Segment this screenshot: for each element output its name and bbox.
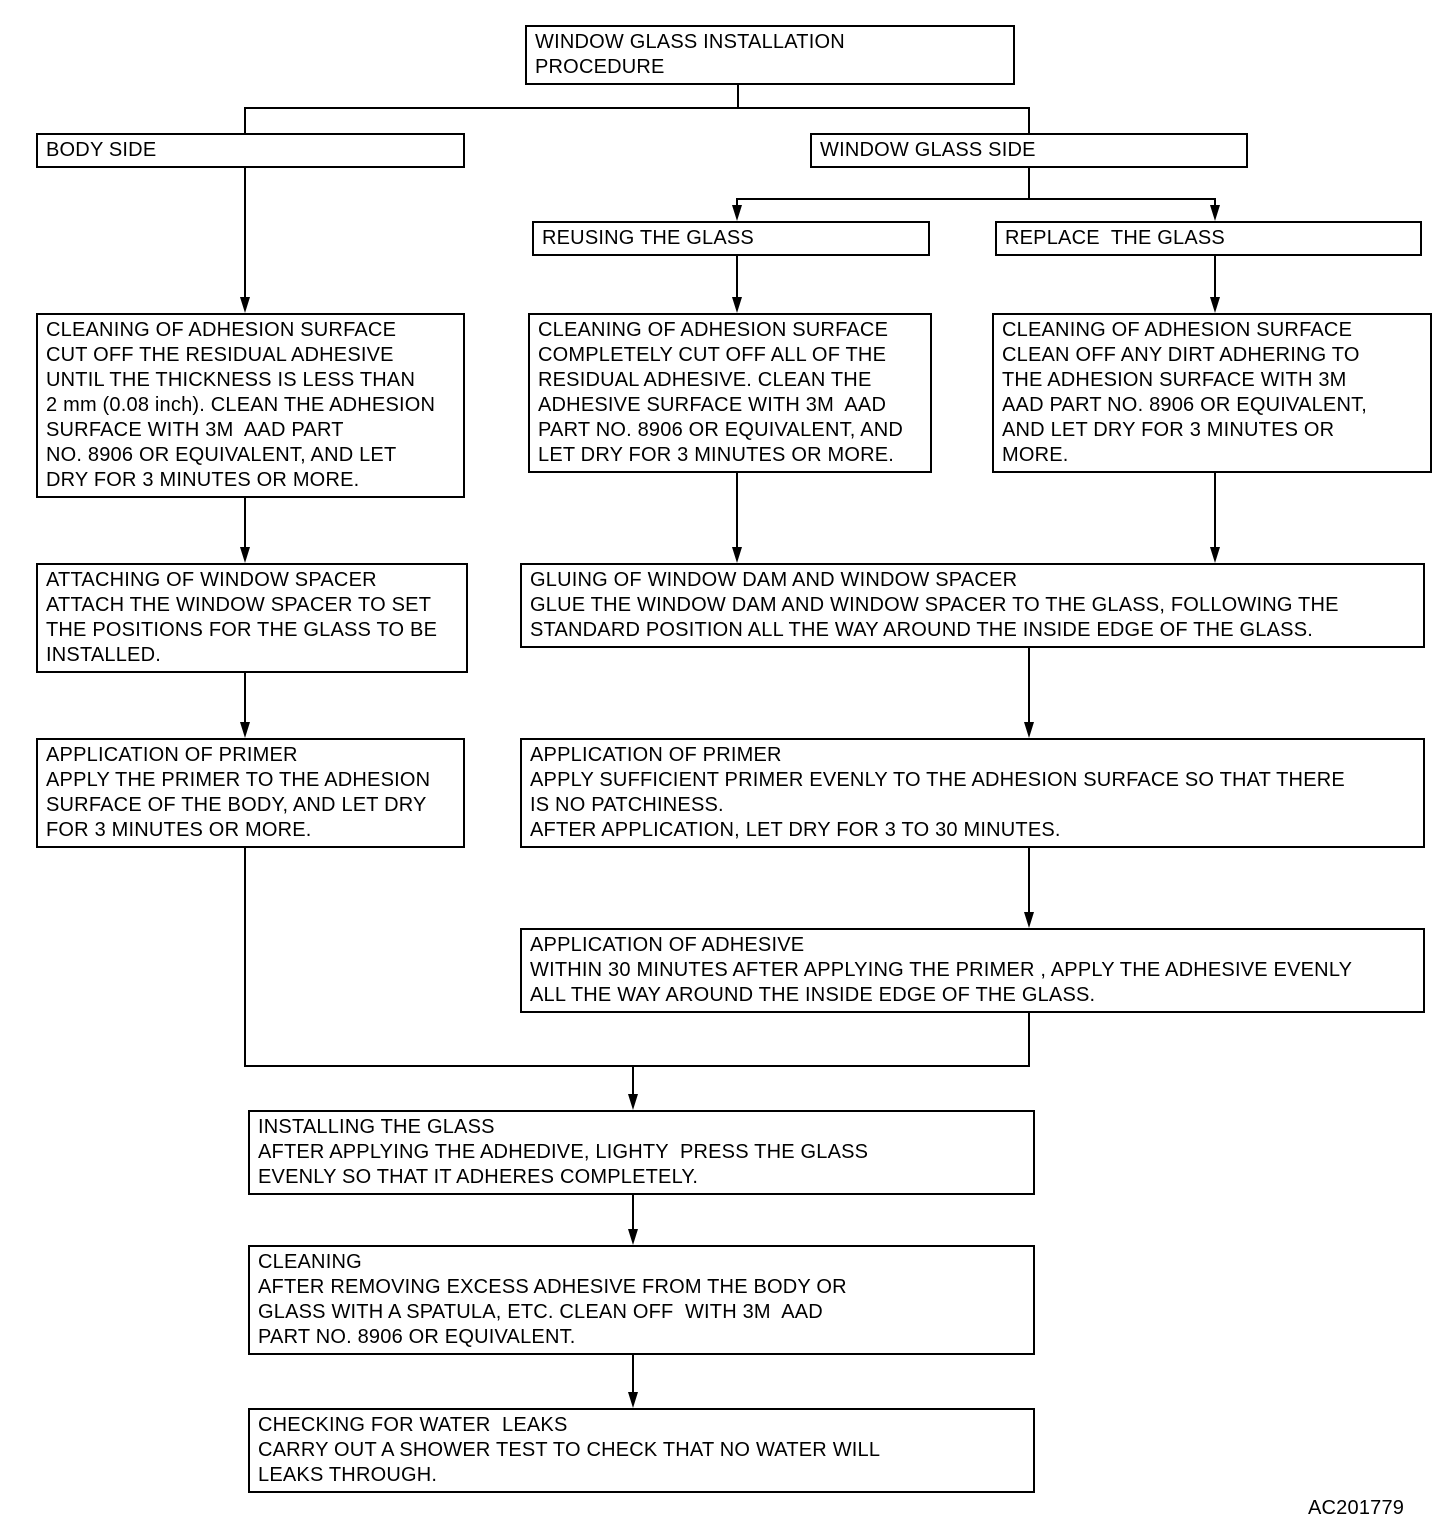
node-checking-water-leaks: CHECKING FOR WATER LEAKS CARRY OUT A SHO… — [248, 1408, 1035, 1493]
connector-to-reusing-line — [736, 198, 738, 206]
node-application-adhesive: APPLICATION OF ADHESIVE WITHIN 30 MINUTE… — [520, 928, 1425, 1013]
connector-to-body-side — [244, 107, 246, 133]
arrowhead-replace-cleaning — [1210, 297, 1220, 313]
node-window-glass-installation-procedure: WINDOW GLASS INSTALLATION PROCEDURE — [525, 25, 1015, 85]
node-attaching-window-spacer: ATTACHING OF WINDOW SPACER ATTACH THE WI… — [36, 563, 468, 673]
node-application-primer-glass: APPLICATION OF PRIMER APPLY SUFFICIENT P… — [520, 738, 1425, 848]
node-cleaning-adhesion-surface-reuse: CLEANING OF ADHESION SURFACE COMPLETELY … — [528, 313, 932, 473]
node-cleaning-adhesion-surface-replace: CLEANING OF ADHESION SURFACE CLEAN OFF A… — [992, 313, 1432, 473]
connector-reuse-to-cleaning — [736, 256, 738, 298]
arrowhead-reuse-gluing — [732, 547, 742, 563]
node-gluing-window-dam-spacer: GLUING OF WINDOW DAM AND WINDOW SPACER G… — [520, 563, 1425, 648]
connector-gluing-to-primer — [1028, 648, 1030, 723]
node-window-glass-side: WINDOW GLASS SIDE — [810, 133, 1248, 168]
connector-to-replace-line — [1214, 198, 1216, 206]
connector-merge-bar — [244, 1065, 1030, 1067]
connector-adhesive-down — [1028, 1013, 1030, 1067]
connector-reuse-to-gluing — [736, 473, 738, 548]
arrowhead-replace-gluing — [1210, 547, 1220, 563]
connector-split-bar — [244, 107, 1030, 109]
connector-glass-side-stub — [1028, 168, 1030, 198]
node-application-primer-body: APPLICATION OF PRIMER APPLY THE PRIMER T… — [36, 738, 465, 848]
arrowhead-to-cleaning — [628, 1229, 638, 1245]
connector-primer-body-down — [244, 848, 246, 1067]
arrowhead-to-replace — [1210, 205, 1220, 221]
connector-cleaning-to-spacer — [244, 498, 246, 548]
connector-spacer-to-primer — [244, 673, 246, 723]
arrowhead-to-primer-body — [240, 722, 250, 738]
connector-to-glass-side — [1028, 107, 1030, 133]
connector-to-installing — [632, 1065, 634, 1095]
arrowhead-to-adhesive — [1024, 912, 1034, 928]
arrowhead-to-installing — [628, 1094, 638, 1110]
arrowhead-to-spacer — [240, 547, 250, 563]
arrowhead-to-primer-glass — [1024, 722, 1034, 738]
node-installing-the-glass: INSTALLING THE GLASS AFTER APPLYING THE … — [248, 1110, 1035, 1195]
connector-glass-split-bar — [736, 198, 1216, 200]
connector-replace-to-cleaning — [1214, 256, 1216, 298]
arrowhead-to-checking — [628, 1392, 638, 1408]
connector-cleaning-to-checking — [632, 1355, 634, 1393]
figure-id-label: AC201779 — [1308, 1497, 1405, 1519]
connector-primer-to-adhesive — [1028, 848, 1030, 913]
node-cleaning: CLEANING AFTER REMOVING EXCESS ADHESIVE … — [248, 1245, 1035, 1355]
node-body-side: BODY SIDE — [36, 133, 465, 168]
arrowhead-reuse-cleaning — [732, 297, 742, 313]
connector-replace-to-gluing — [1214, 473, 1216, 548]
node-reusing-the-glass: REUSING THE GLASS — [532, 221, 930, 256]
connector-installing-to-cleaning — [632, 1195, 634, 1230]
node-cleaning-adhesion-surface-body: CLEANING OF ADHESION SURFACE CUT OFF THE… — [36, 313, 465, 498]
arrowhead-to-reusing — [732, 205, 742, 221]
node-replace-the-glass: REPLACE THE GLASS — [995, 221, 1422, 256]
connector-title-stub — [737, 85, 739, 109]
arrowhead-body-cleaning — [240, 297, 250, 313]
connector-body-to-cleaning — [244, 168, 246, 299]
